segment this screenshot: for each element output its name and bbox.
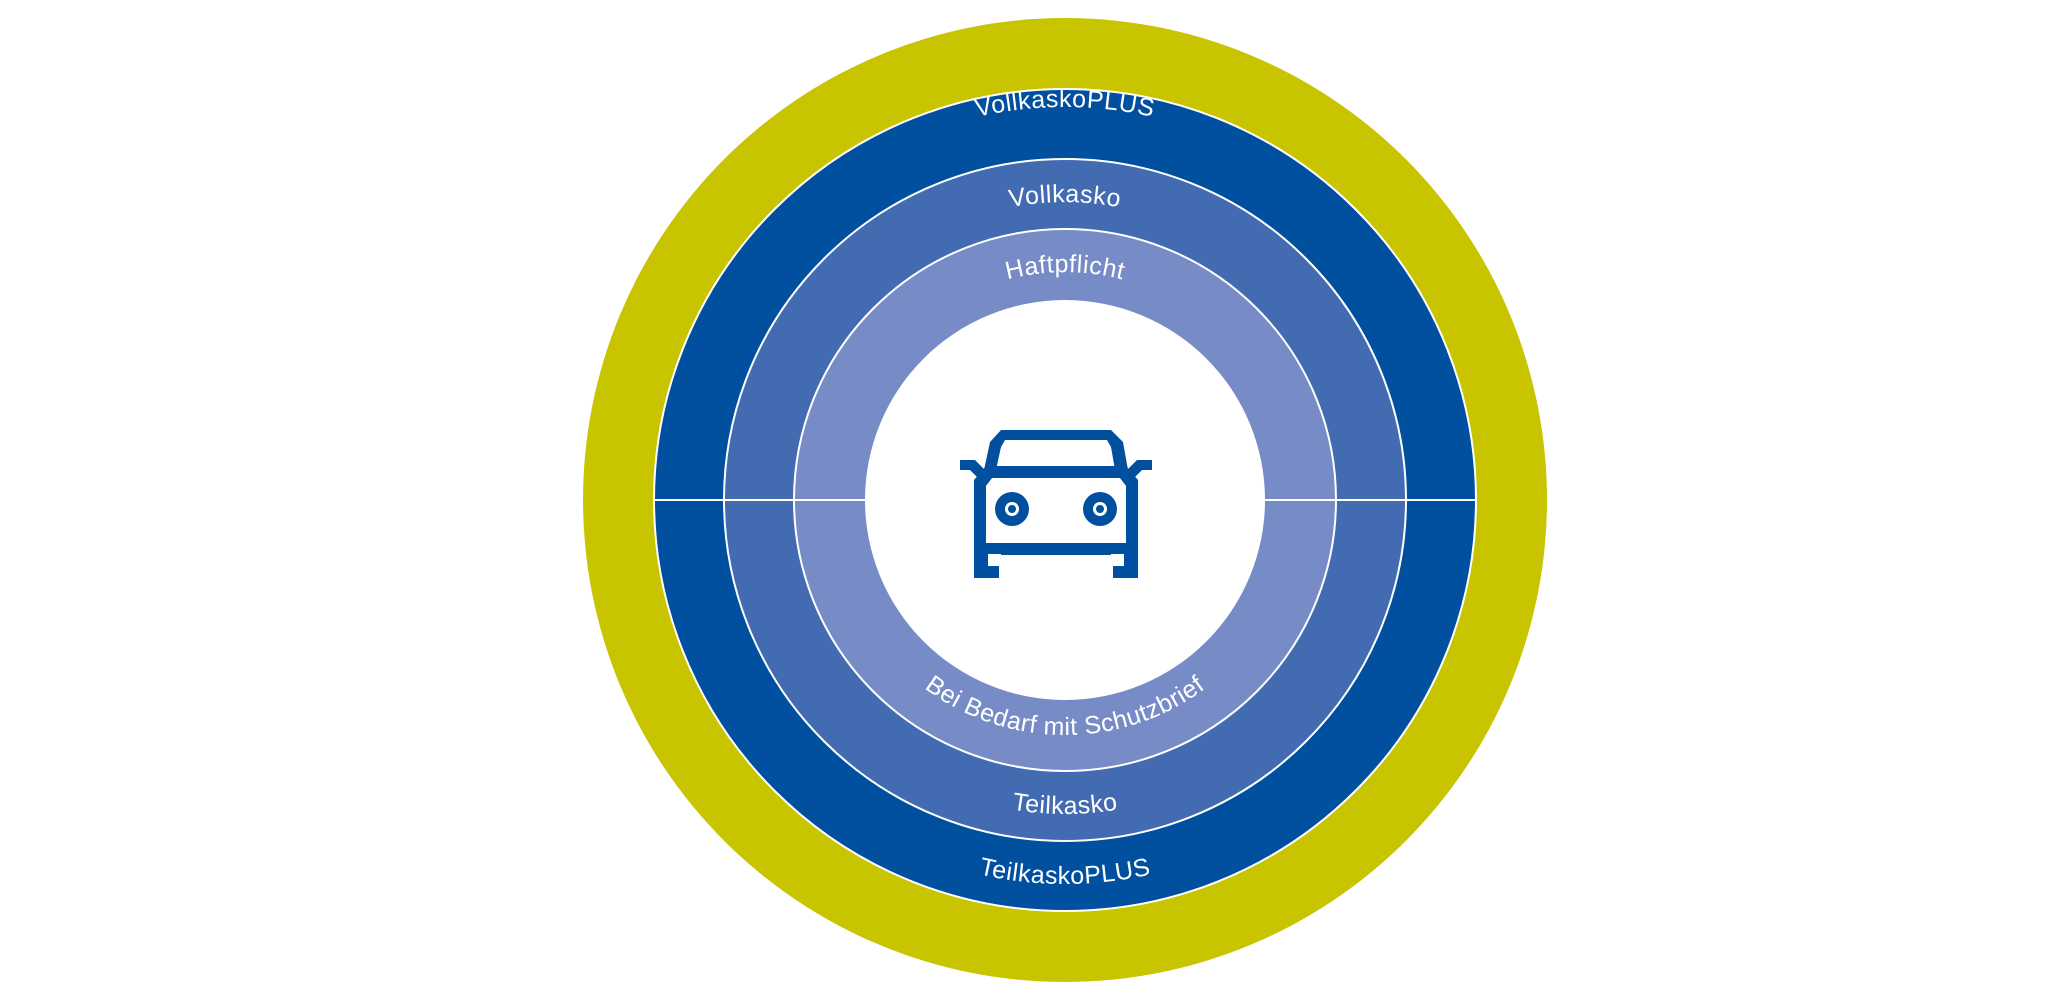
car-icon <box>960 430 1152 578</box>
center-circle <box>865 300 1265 700</box>
label-teilkasko: Teilkasko <box>1011 788 1119 820</box>
label-vollkasko: Vollkasko <box>1007 180 1123 213</box>
